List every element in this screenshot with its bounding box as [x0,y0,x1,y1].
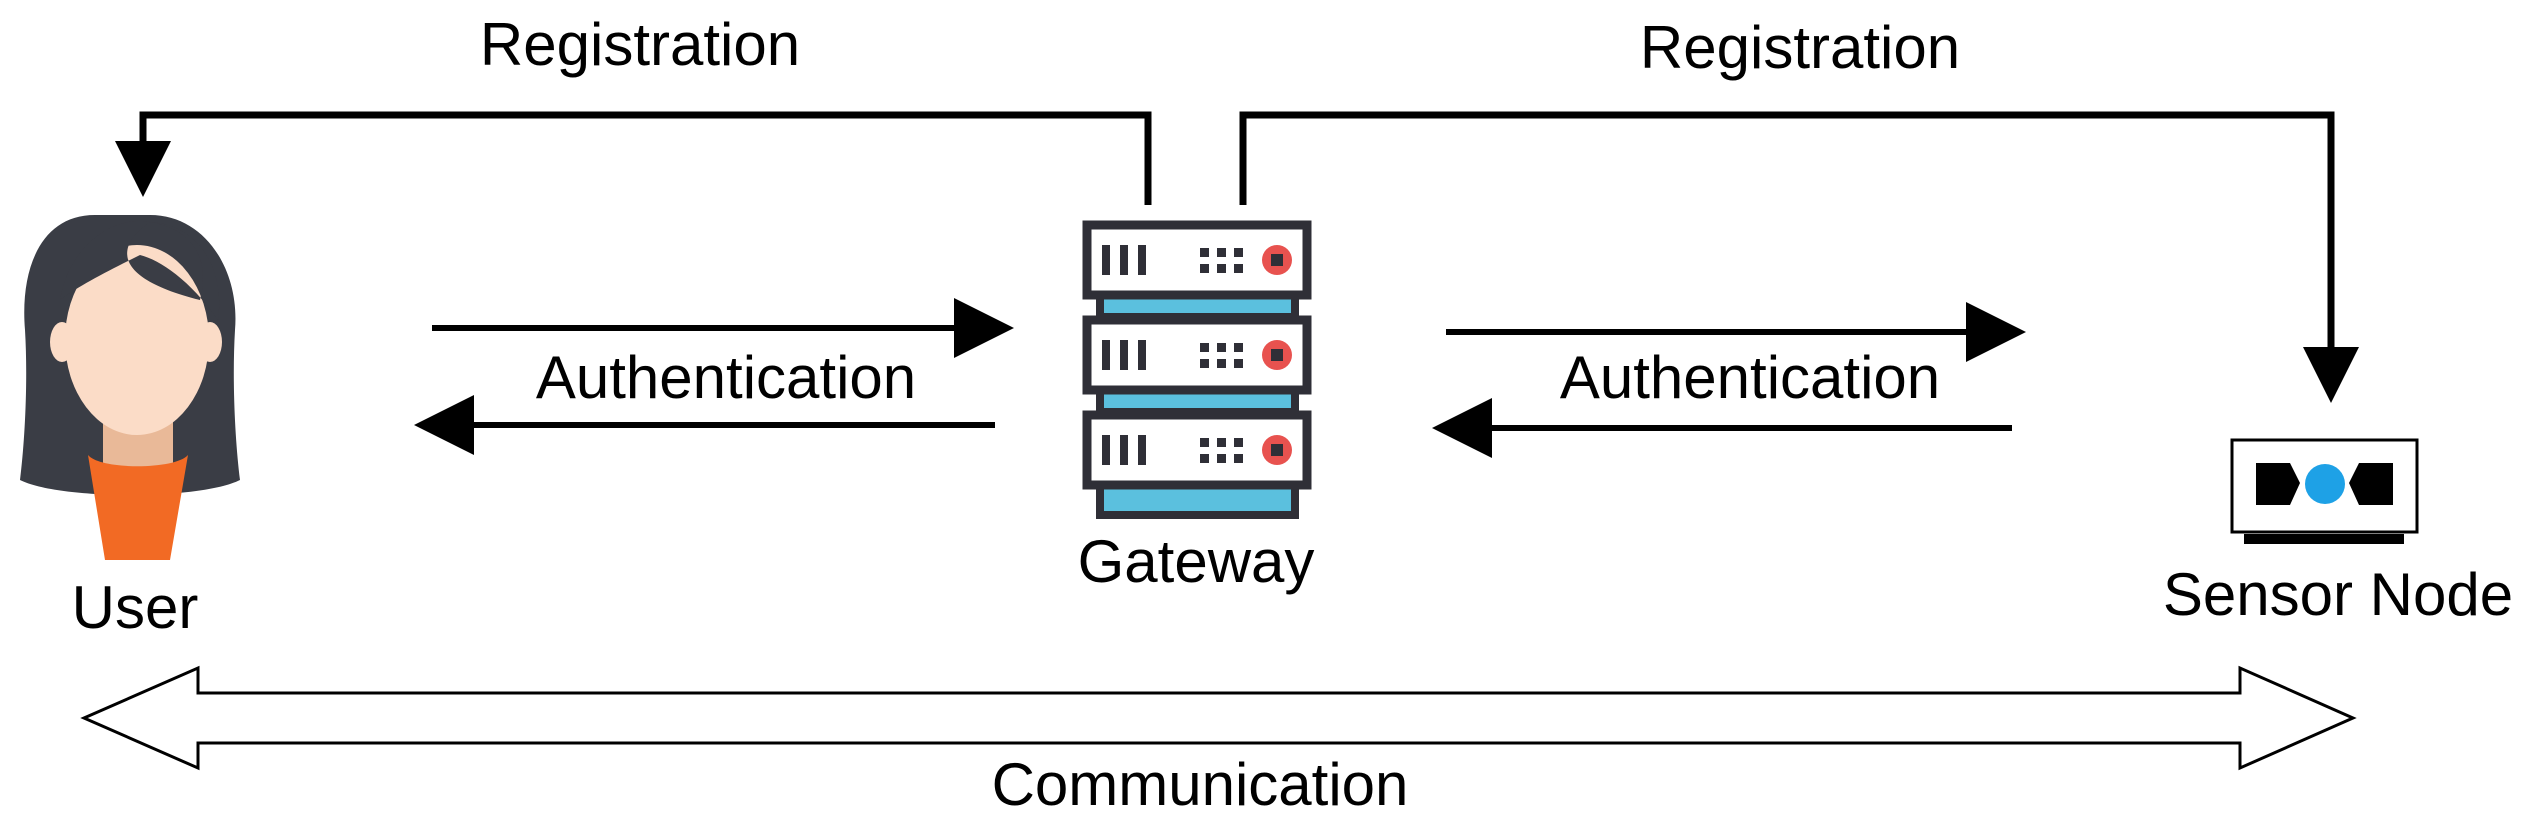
communication-double-arrow [80,665,2357,771]
authentication-label-right: Authentication [1559,344,1941,411]
registration-label-right: Registration [1639,14,1961,81]
server-rack-icon [1082,220,1312,519]
sensor-node-label: Sensor Node [2162,561,2514,628]
user-avatar-icon [20,215,240,560]
authentication-label-left: Authentication [535,344,917,411]
communication-label: Communication [991,751,1409,818]
user-label: User [71,574,199,641]
sensor-device-icon [2230,438,2419,544]
gateway-label: Gateway [1077,528,1315,595]
registration-arrow-to-user [115,111,1152,205]
registration-arrow-to-sensor [1239,111,2359,403]
registration-label-left: Registration [479,11,801,78]
